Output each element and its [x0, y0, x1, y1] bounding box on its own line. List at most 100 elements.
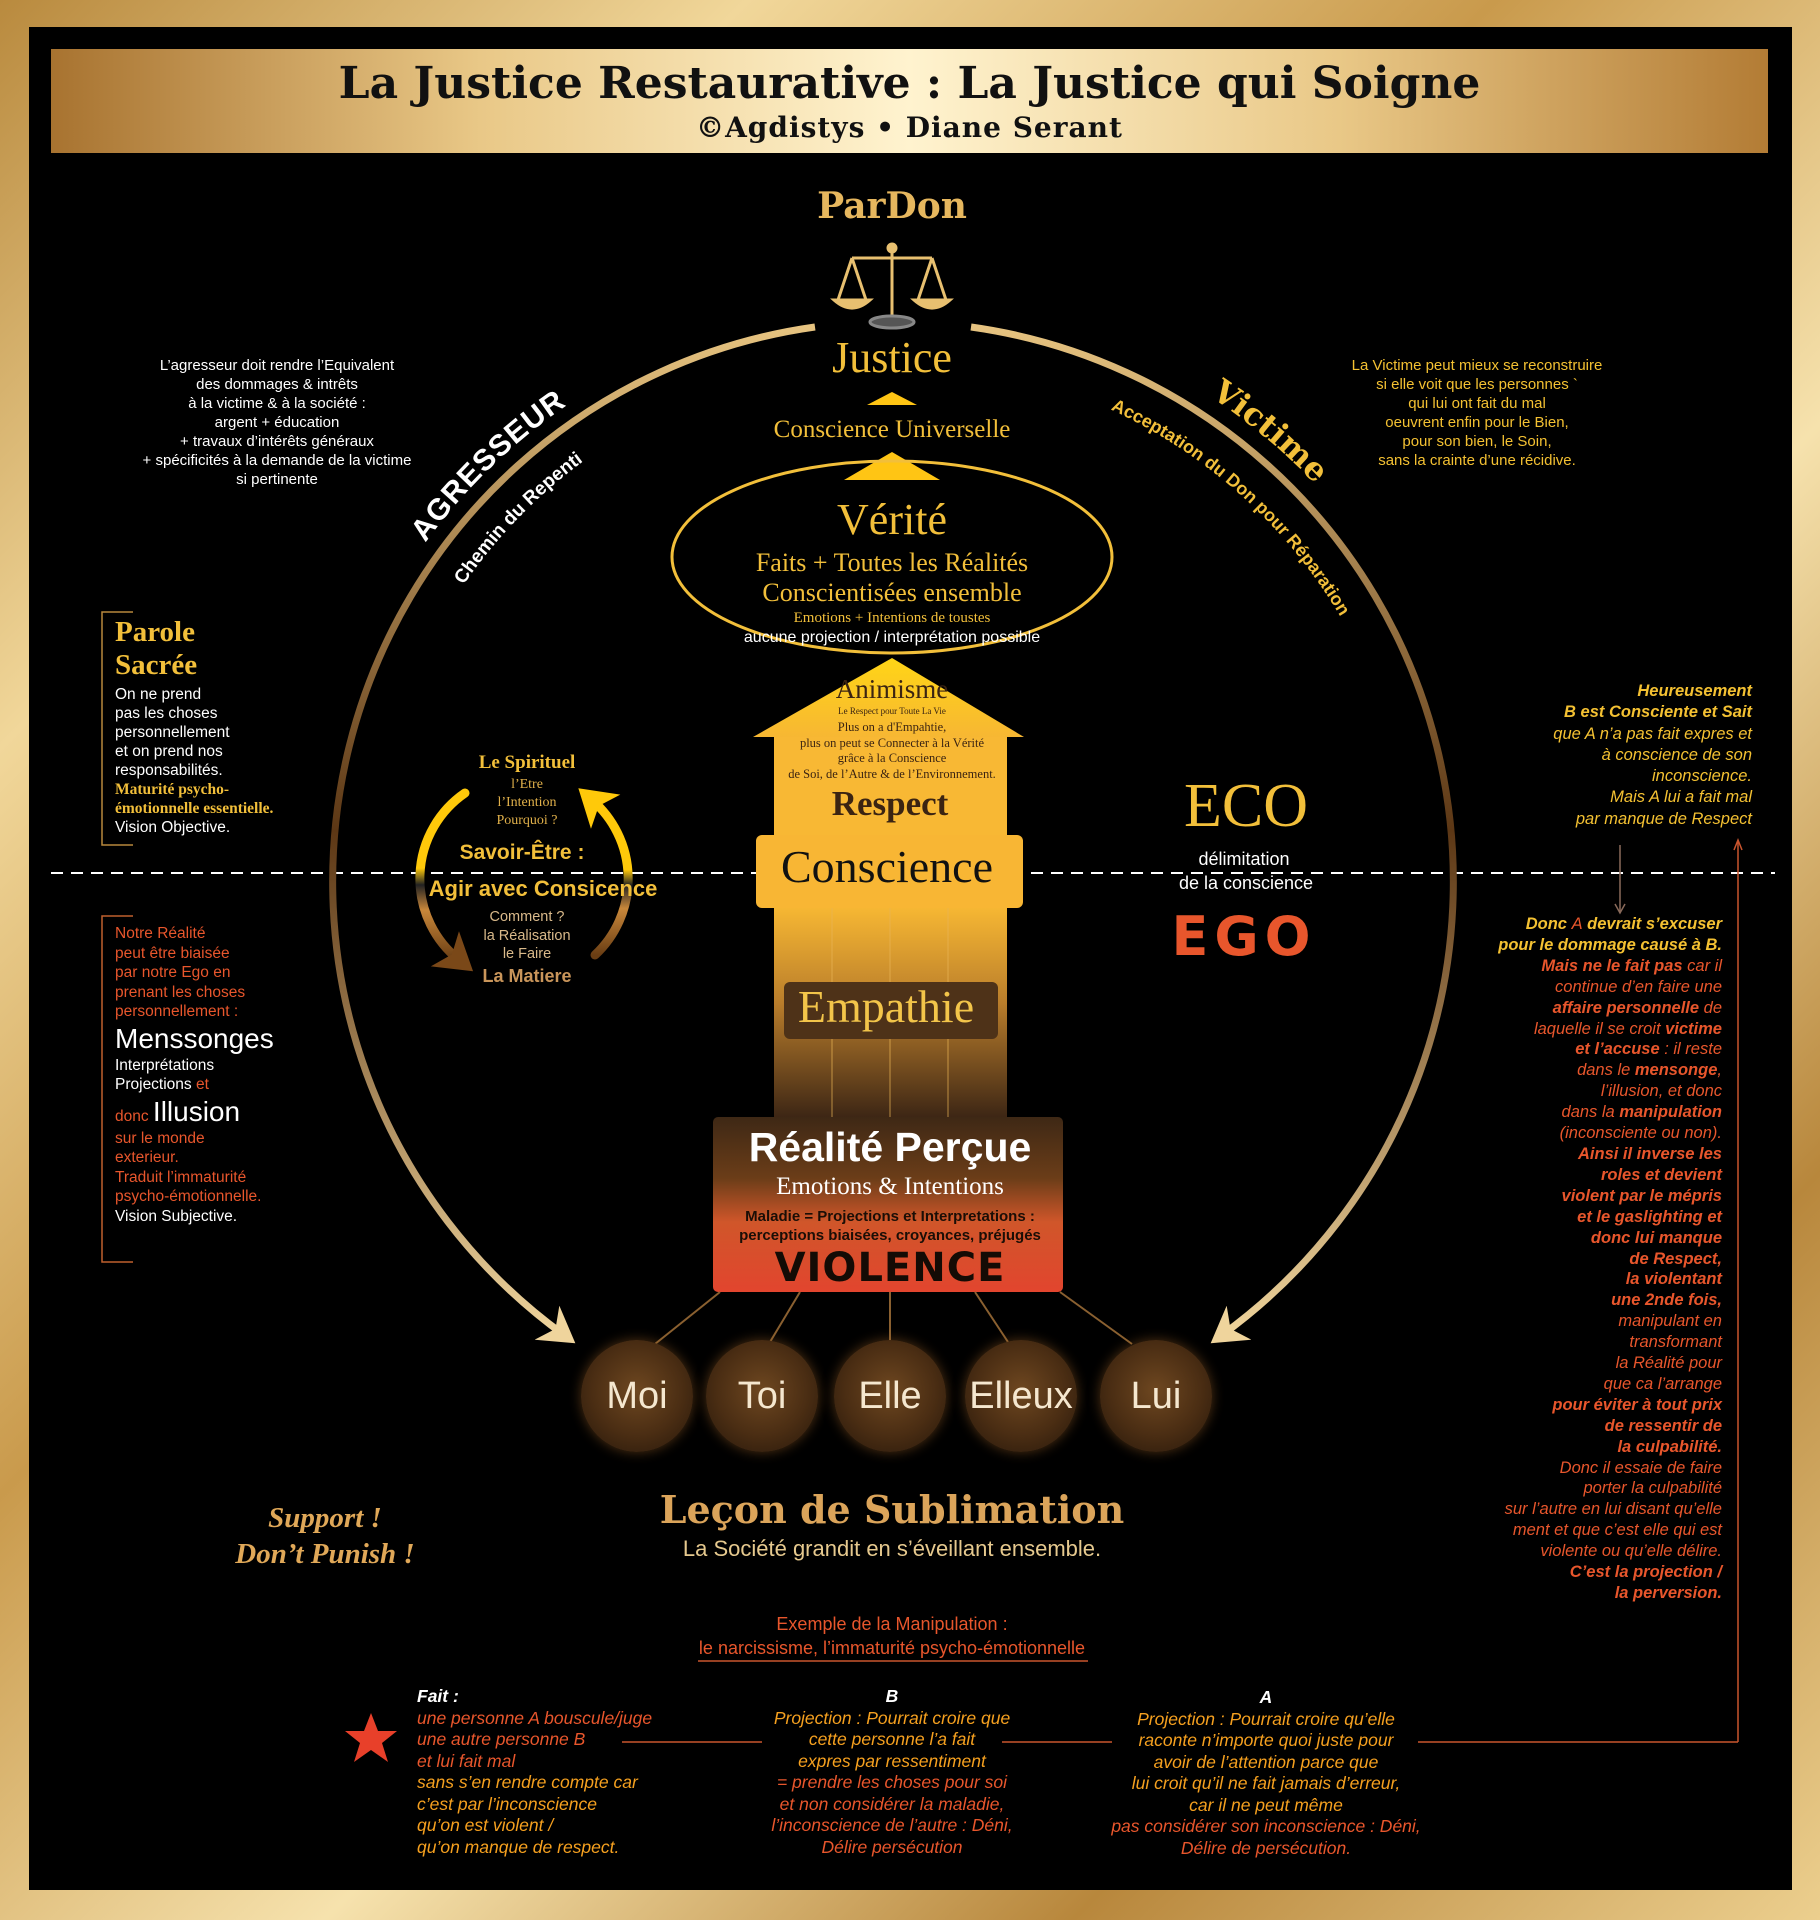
realite-title: Réalité Perçue [748, 1124, 1032, 1170]
text-segment: Menssonges [115, 1022, 274, 1054]
right-note-line: violente ou qu’elle délire. [1498, 1541, 1722, 1562]
text-segment: personnellement : [115, 1003, 239, 1020]
right-note-line: B est Consciente et Sait [1553, 702, 1752, 723]
text-segment: pas considérer son inconscience : Déni, [1111, 1816, 1421, 1836]
right-note-line: sur l’autre en lui disant qu’elle [1498, 1499, 1722, 1520]
right-note-line: pour éviter à tout prix [1498, 1395, 1722, 1416]
person-circle-moi: Moi [581, 1340, 693, 1452]
text-segment: la violentant [1625, 1270, 1722, 1289]
notre-realite-line: exterieur. [115, 1148, 274, 1168]
text-segment: affaire personnelle [1552, 998, 1700, 1017]
right-note-line: manipulant en [1498, 1311, 1722, 1332]
text-segment: Traduit l’immaturité [115, 1168, 247, 1186]
fait-line: une personne A bouscule/juge [417, 1708, 652, 1730]
right-note-line: continue d’en faire une [1498, 977, 1722, 998]
parole-gold-line: émotionnelle essentielle. [115, 800, 274, 817]
text-segment: par notre Ego en [115, 964, 231, 981]
a-line: car il ne peut même [1111, 1795, 1420, 1817]
cycle-line: l’Etre [511, 777, 543, 792]
text-segment: Vision Subjective. [115, 1207, 238, 1225]
fait-line: qu’on manque de respect. [417, 1837, 652, 1859]
notre-realite-line: Traduit l’immaturité [115, 1168, 274, 1188]
right-note-line: de ressentir de [1498, 1416, 1722, 1437]
text-segment: et le gaslighting et [1577, 1207, 1722, 1226]
text-segment: = prendre les choses pour soi [776, 1772, 1008, 1792]
delimitation-line-1: délimitation [1198, 849, 1290, 869]
fait-line: une autre personne B [417, 1729, 652, 1751]
parole-line: et on prend nos [115, 742, 273, 761]
a-line: A [1111, 1687, 1420, 1709]
a-line: Projection : Pourrait croire qu’elle [1111, 1709, 1420, 1731]
text-segment: car il ne peut même [1189, 1794, 1343, 1815]
text-segment: responsabilités. [115, 762, 223, 779]
notre-realite-line: personnellement : [115, 1002, 274, 1022]
text-segment: expres par ressentiment [798, 1750, 986, 1771]
notre-realite-line: donc Illusion [115, 1095, 274, 1129]
example-subtitle: le narcissisme, l’immaturité psycho-émot… [698, 1638, 1086, 1658]
lecon-subtitle: La Société grandit en s’éveillant ensemb… [682, 1536, 1102, 1561]
text-segment: Projection : Pourrait croire que [773, 1707, 1011, 1728]
notre-realite-line: peut être biaisée [115, 944, 274, 964]
fait-line: Fait : [417, 1686, 652, 1708]
cycle-line: l’Intention [497, 795, 557, 810]
notre-realite-line: Interprétations [115, 1056, 274, 1076]
text-segment: la Réalité pour [1615, 1354, 1722, 1373]
note-line: L’agresseur doit rendre l’Equivalent [159, 357, 395, 374]
fait-line: qu’on est violent / [417, 1815, 652, 1837]
text-segment: A [1259, 1687, 1273, 1707]
cycle-top-lines: l’Etre l’Intention Pourquoi ? [496, 776, 557, 830]
right-note-line: Mais A lui a fait mal [1553, 787, 1752, 808]
note-line: + spécificités à la demande de la victim… [142, 452, 412, 469]
text-segment: Donc il essaie de faire [1559, 1458, 1722, 1477]
text-segment: car il [1682, 956, 1722, 975]
text-segment: Donc [1525, 915, 1572, 933]
large-triangle-icon [844, 452, 940, 480]
right-note-line: la Réalité pour [1498, 1353, 1722, 1374]
text-segment: la perversion. [1614, 1584, 1722, 1602]
text-segment: sur le monde [115, 1129, 205, 1147]
respect-label: Respect [831, 784, 949, 823]
small-triangle-icon [867, 392, 917, 405]
text-segment: la culpabilité. [1617, 1437, 1722, 1456]
notre-realite-line: Projections et [115, 1075, 274, 1095]
a-line: raconte n’importe quoi juste pour [1111, 1730, 1420, 1752]
right-note-line: à conscience de son [1553, 745, 1752, 766]
aggressor-label: AGRESSEUR [405, 384, 572, 547]
person-circle-lui: Lui [1100, 1340, 1212, 1452]
text-segment: l’illusion, et donc [1600, 1082, 1722, 1101]
scales-of-justice-icon [830, 242, 954, 330]
text-segment: et [191, 1076, 209, 1093]
text-segment: personnellement [115, 724, 230, 741]
delimitation-line-2: de la conscience [1178, 873, 1314, 893]
text-segment: pour le dommage causé à B. [1498, 935, 1722, 954]
star-icon [345, 1713, 397, 1762]
text-segment: peut être biaisée [115, 944, 230, 962]
parole-gold-line: Maturité psycho- [115, 781, 230, 798]
text-segment: que A n’a pas fait expres et [1553, 724, 1752, 743]
empathy-box [784, 982, 998, 1039]
parole-line: personnellement [115, 723, 273, 742]
text-segment: exterieur. [115, 1149, 179, 1166]
text-segment: à conscience de son [1601, 745, 1752, 764]
right-note-line: Heureusement [1553, 681, 1752, 702]
text-segment: dans le [1577, 1061, 1635, 1080]
aggressor-note: L’agresseur doit rendre l’Equivalent des… [143, 356, 412, 489]
cycle-line: Pourquoi ? [496, 813, 558, 828]
text-segment: pas les choses [115, 705, 218, 722]
text-segment: manipulation [1619, 1103, 1722, 1122]
right-note-line: que A n’a pas fait expres et [1553, 724, 1752, 745]
a-line: lui croit qu’il ne fait jamais d’erreur, [1111, 1773, 1420, 1795]
right-note-line: transformant [1498, 1332, 1722, 1353]
text-segment: Mais ne le fait pas [1541, 956, 1683, 975]
b-line: et non considérer la maladie, [771, 1794, 1012, 1816]
text-segment: violente ou qu’elle délire. [1540, 1542, 1722, 1561]
text-segment: Ainsi il inverse les [1578, 1144, 1722, 1163]
b-line: Projection : Pourrait croire que [771, 1708, 1012, 1730]
perceived-reality-box [713, 1117, 1063, 1292]
right-note-line: la culpabilité. [1498, 1437, 1722, 1458]
text-segment: mensonge [1634, 1061, 1718, 1080]
